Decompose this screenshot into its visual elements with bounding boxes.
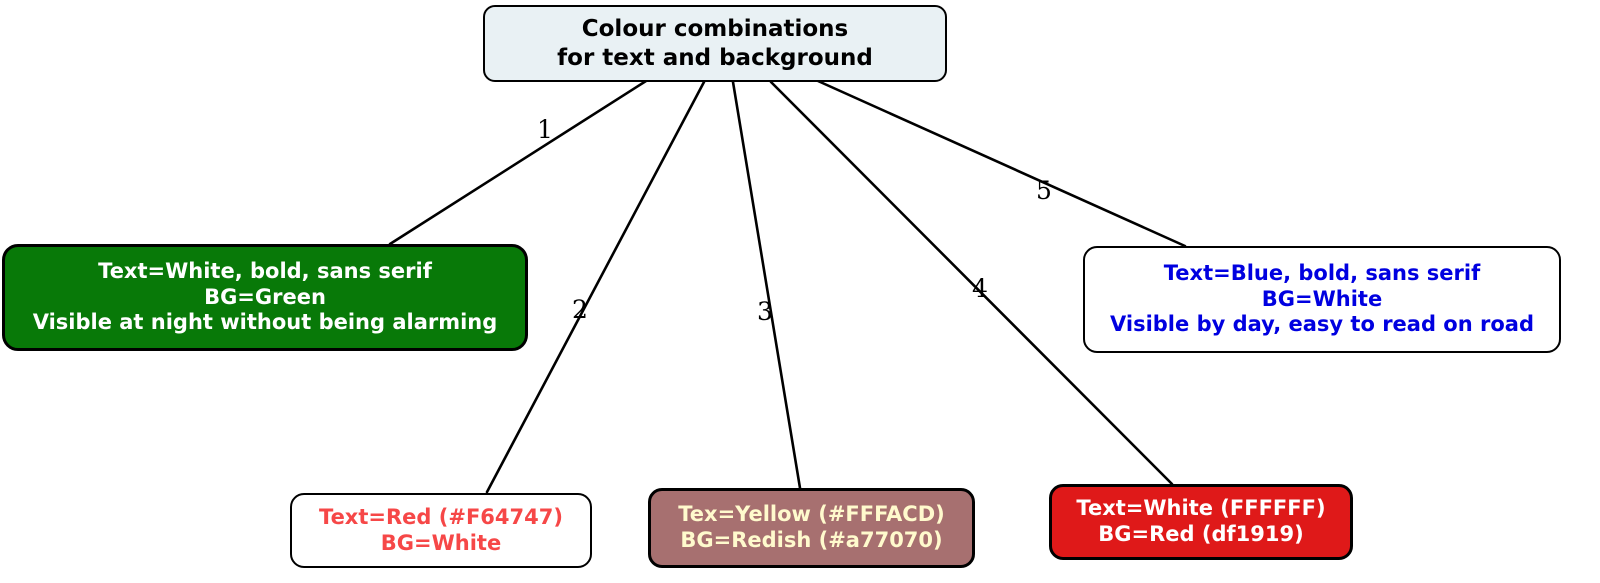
root-node-line-1: Colour combinations — [581, 16, 849, 43]
node-redtext-line-2: BG=White — [380, 530, 502, 555]
node-blue-on-white[interactable]: Text=Blue, bold, sans serif BG=White Vis… — [1083, 246, 1561, 353]
edge-3 — [731, 80, 802, 490]
node-redtext-line-1: Text=Red (#F64747) — [319, 504, 563, 529]
node-redish-line-2: BG=Redish (#a77070) — [680, 528, 943, 552]
edge-label-2: 2 — [572, 295, 588, 324]
edge-label-3: 3 — [757, 297, 773, 326]
node-red-text-white-background[interactable]: Text=Red (#F64747) BG=White — [290, 493, 592, 568]
node-blue-line-3: Visible by day, easy to read on road — [1110, 312, 1534, 337]
edge-label-4: 4 — [972, 274, 988, 303]
root-node[interactable]: Colour combinations for text and backgro… — [483, 5, 947, 82]
node-green-line-3: Visible at night without being alarming — [32, 310, 498, 335]
edge-1 — [388, 79, 648, 246]
edge-label-1: 1 — [537, 115, 553, 144]
node-green-line-1: Text=White, bold, sans serif — [98, 259, 432, 284]
node-redish-line-1: Tex=Yellow (#FFFACD) — [678, 502, 945, 527]
node-blue-line-2: BG=White — [1261, 286, 1383, 311]
node-yellow-on-redish[interactable]: Tex=Yellow (#FFFACD) BG=Redish (#a77070) — [648, 488, 975, 568]
edge-label-5: 5 — [1036, 176, 1052, 205]
node-white-on-red[interactable]: Text=White (FFFFFF) BG=Red (df1919) — [1049, 484, 1353, 560]
node-green-line-2: BG=Green — [204, 284, 326, 309]
node-green-background[interactable]: Text=White, bold, sans serif BG=Green Vi… — [2, 244, 528, 351]
node-red-line-1: Text=White (FFFFFF) — [1076, 496, 1326, 521]
node-red-line-2: BG=Red (df1919) — [1098, 522, 1304, 546]
edge-5 — [816, 79, 1187, 248]
node-blue-line-1: Text=Blue, bold, sans serif — [1163, 261, 1481, 286]
root-node-line-2: for text and background — [557, 44, 873, 71]
